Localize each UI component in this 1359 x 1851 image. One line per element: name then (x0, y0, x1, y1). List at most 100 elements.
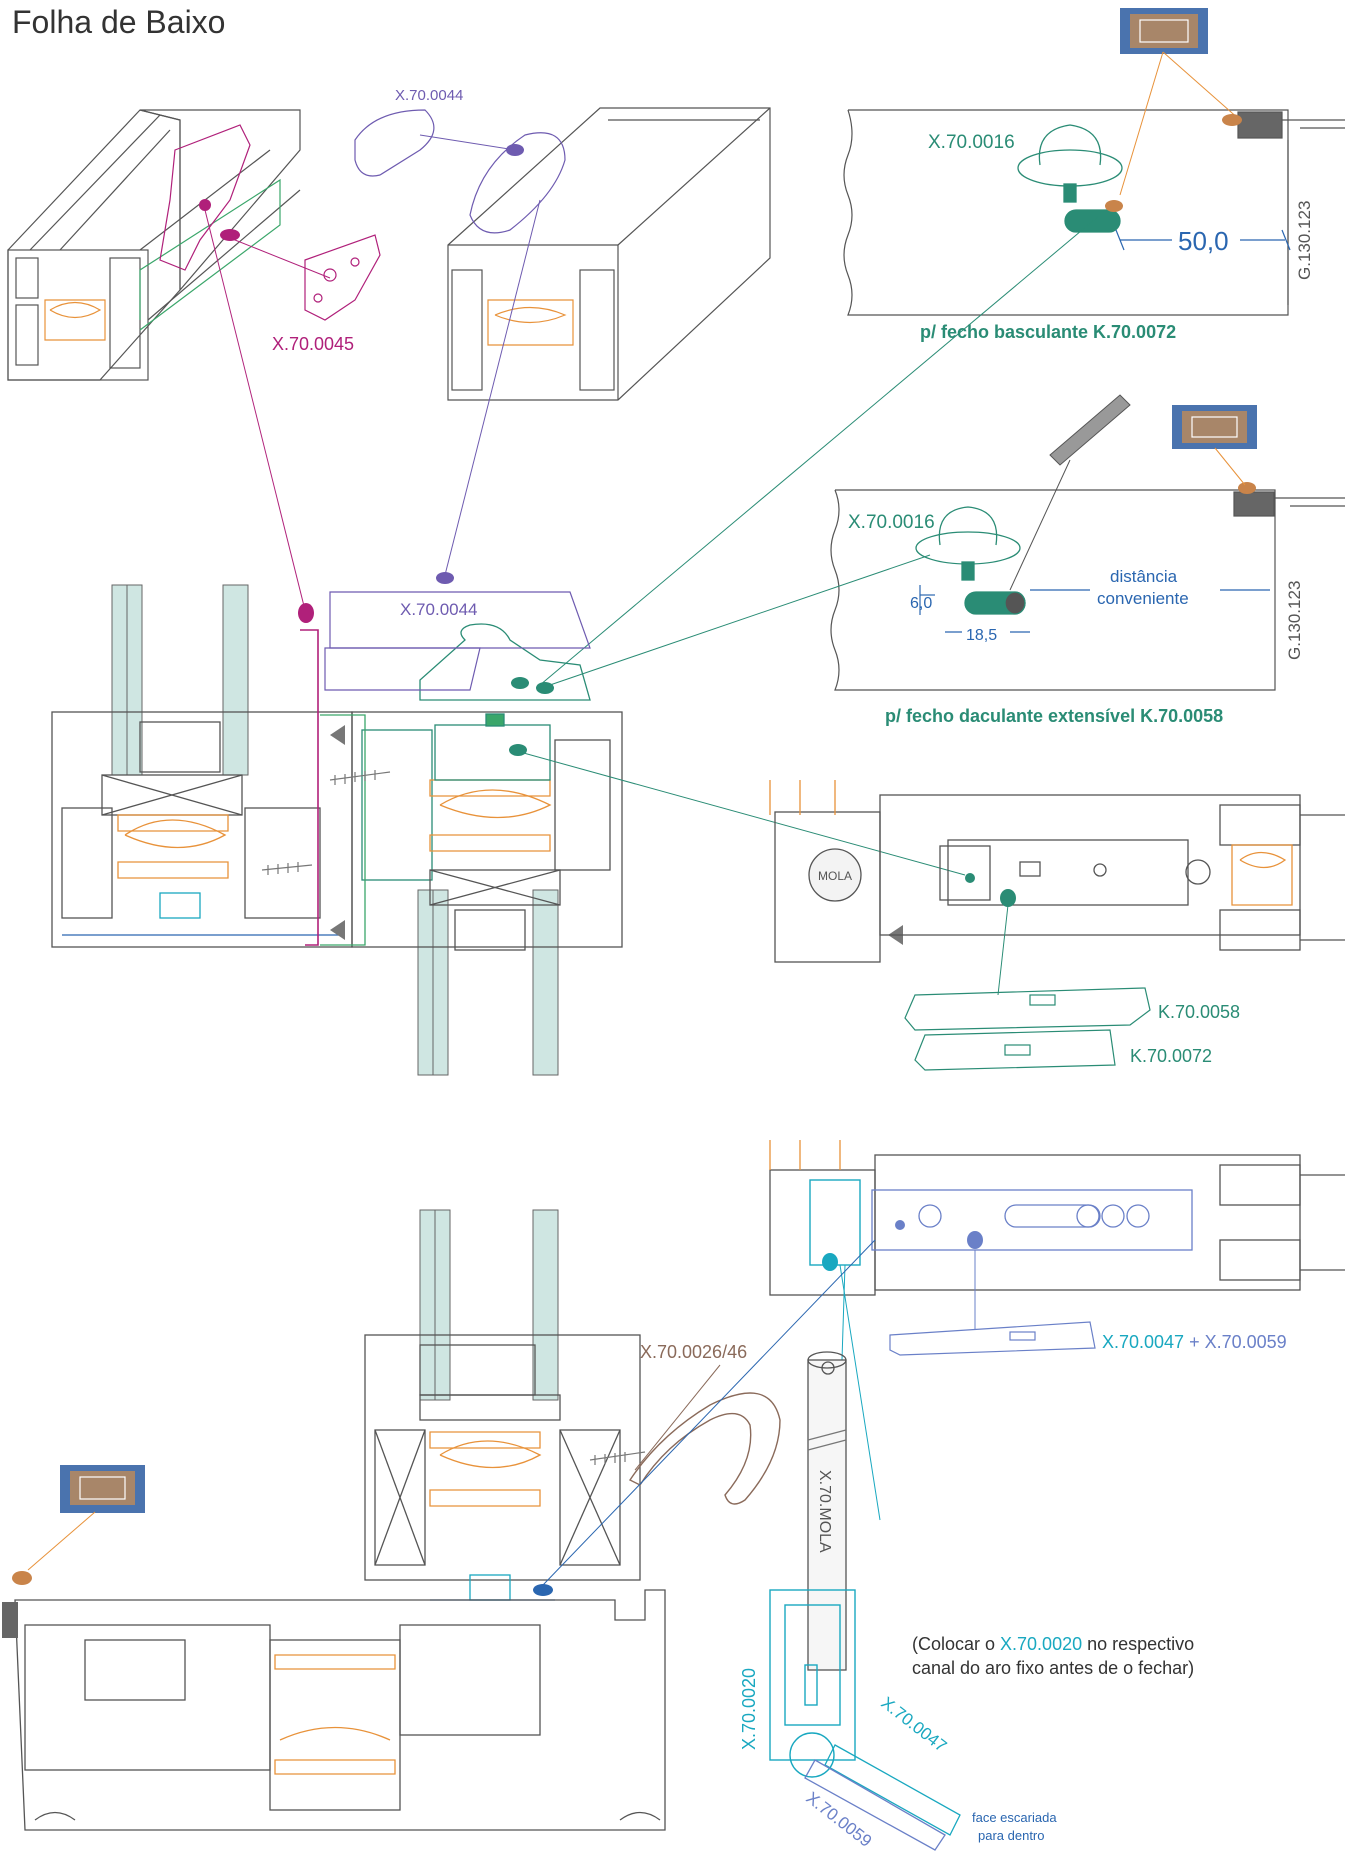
label-x70-0044-top: X.70.0044 (395, 87, 463, 104)
label-g130-b: G.130.123 (1285, 581, 1304, 660)
label-x47-a: X.70.0047 (1102, 1332, 1184, 1352)
sash-face-b (830, 489, 1345, 691)
note-line-2: canal do aro fixo antes de o fechar) (912, 1658, 1194, 1678)
espagnolette-section (774, 794, 1345, 963)
leader-0044-down (444, 199, 541, 576)
thermal-break-left (117, 814, 229, 879)
sash-face-a (843, 109, 1345, 316)
thermal-break-lower (429, 1431, 542, 1507)
mola-label: MOLA (818, 869, 852, 883)
label-plus: + (1184, 1332, 1205, 1352)
label-k70-0072: K.70.0072 (1130, 1046, 1212, 1066)
screws-section (261, 770, 391, 875)
marker-mechanism (965, 873, 975, 883)
frame-section-left (51, 711, 353, 948)
mechanism-lower-cyan-block (809, 1179, 861, 1266)
label-g130-a: G.130.123 (1295, 201, 1314, 280)
marker-lower (895, 1220, 905, 1230)
label-x70-0044-mid: X.70.0044 (400, 600, 478, 619)
magenta-profile-section (300, 629, 319, 946)
leader-0016-a (539, 214, 1101, 686)
leader-lock-to-mechanism (519, 751, 966, 876)
label-x70-0016-a: X.70.0016 (928, 132, 1015, 153)
thermal-break-frame (274, 1654, 396, 1775)
thermal-break-right (429, 779, 552, 852)
marker-0045-a (199, 199, 211, 211)
leader-thumb-b (1214, 447, 1246, 486)
leader-lower-sash (542, 1239, 876, 1586)
part-x70-0045-outline (159, 124, 381, 321)
leader-cyan-down-2 (839, 1264, 881, 1521)
note-1a: (Colocar o (912, 1634, 1000, 1654)
dimension-6: 6,0 (910, 595, 932, 612)
hand-pointer-lock-a-icon (511, 677, 529, 689)
green-gasket-section (320, 714, 366, 946)
gray-end-cap (2, 1602, 18, 1638)
strip-x70-0047-rotated (824, 1744, 961, 1836)
note-line-1: (Colocar o X.70.0020 no respectivo (912, 1634, 1194, 1654)
leader-thumb-a-1 (1119, 51, 1164, 196)
mola-spring-icon: MOLA (808, 848, 862, 902)
caption-basculante: p/ fecho basculante K.70.0072 (920, 322, 1176, 342)
note-1b: X.70.0020 (1000, 1634, 1082, 1654)
part-x70-0020 (769, 1589, 856, 1778)
hand-pointer-lower-icon (967, 1231, 983, 1249)
hand-pointer-lock-b-icon (536, 682, 554, 694)
part-x70-0044-handle-top (354, 109, 566, 234)
label-x47: X.70.0047 + X.70.0059 (1102, 1332, 1287, 1352)
face-label-2: para dentro (978, 1828, 1045, 1843)
hand-pointer-thumb-a-icon (1222, 114, 1242, 126)
hand-pointer-lower-sash-icon (533, 1584, 553, 1596)
hand-pointer-thumb-b-icon (1238, 482, 1256, 494)
hand-pointer-mechanism-icon (1000, 889, 1016, 907)
profile-perspective-left (7, 109, 301, 381)
label-x70-0045: X.70.0045 (272, 334, 354, 354)
screw-lower (589, 1451, 646, 1465)
distance-label-2: conveniente (1097, 589, 1189, 608)
dimension-50 (1115, 229, 1291, 251)
part-x70-0016-a (1017, 124, 1123, 233)
rod-label-rotated: X.70.MOLA (816, 1470, 833, 1553)
thermal-break-mechanism (769, 780, 1293, 906)
label-k70-0058: K.70.0058 (1158, 1002, 1240, 1022)
part-x70-0016-b (915, 506, 1026, 615)
leader-0026 (634, 1364, 721, 1471)
green-gasket-left (139, 178, 281, 331)
handle-ghost-x70-0044 (324, 591, 591, 691)
glass-panes-lower (419, 1209, 559, 1401)
profile-perspective-right (447, 107, 771, 401)
label-x70-0026-46: X.70.0026/46 (640, 1342, 747, 1362)
frame-section-right (351, 711, 623, 951)
label-x70-0020-rotated: X.70.0020 (739, 1668, 759, 1750)
leader-drill (1009, 459, 1071, 591)
part-k70-0072 (914, 1029, 1116, 1071)
leader-mechanism-parts (997, 904, 1009, 996)
outer-frame-lower (14, 1589, 666, 1831)
note-1c: no respectivo (1082, 1634, 1194, 1654)
hand-pointer-0044-icon (506, 144, 524, 156)
dimension-18-5: 18,5 (966, 627, 997, 644)
leader-0016-b (549, 554, 931, 686)
dimension-distance (919, 585, 1270, 633)
page-title: Folha de Baixo (12, 4, 226, 40)
mechanism-lower-plate (871, 1189, 1193, 1251)
label-x59-rotated: X.70.0059 (803, 1788, 876, 1851)
hand-pointer-cyan-icon (822, 1253, 838, 1271)
drill-bit-icon (1049, 394, 1131, 466)
distance-label-1: distância (1110, 567, 1178, 586)
label-x70-0016-b: X.70.0016 (848, 512, 935, 533)
hand-pointer-0045-mid-icon (298, 603, 314, 623)
hand-pointer-0045-icon (220, 229, 240, 241)
face-label-1: face escariada (972, 1810, 1057, 1825)
hand-pointer-thumb-c-icon (12, 1571, 32, 1585)
caption-daculante: p/ fecho daculante extensível K.70.0058 (885, 706, 1223, 726)
hand-pointer-0044-mid-icon (436, 572, 454, 584)
lock-mechanism-section (419, 623, 591, 781)
dimension-50-value: 50,0 (1178, 226, 1229, 256)
mechanism-lower-section (769, 1140, 1345, 1296)
mechanism-thumbnail-a-icon (1120, 8, 1208, 54)
mechanism-thumbnail-b-icon (1172, 405, 1257, 449)
label-x47-rotated: X.70.0047 (878, 1693, 951, 1756)
label-x59: X.70.0059 (1205, 1332, 1287, 1352)
